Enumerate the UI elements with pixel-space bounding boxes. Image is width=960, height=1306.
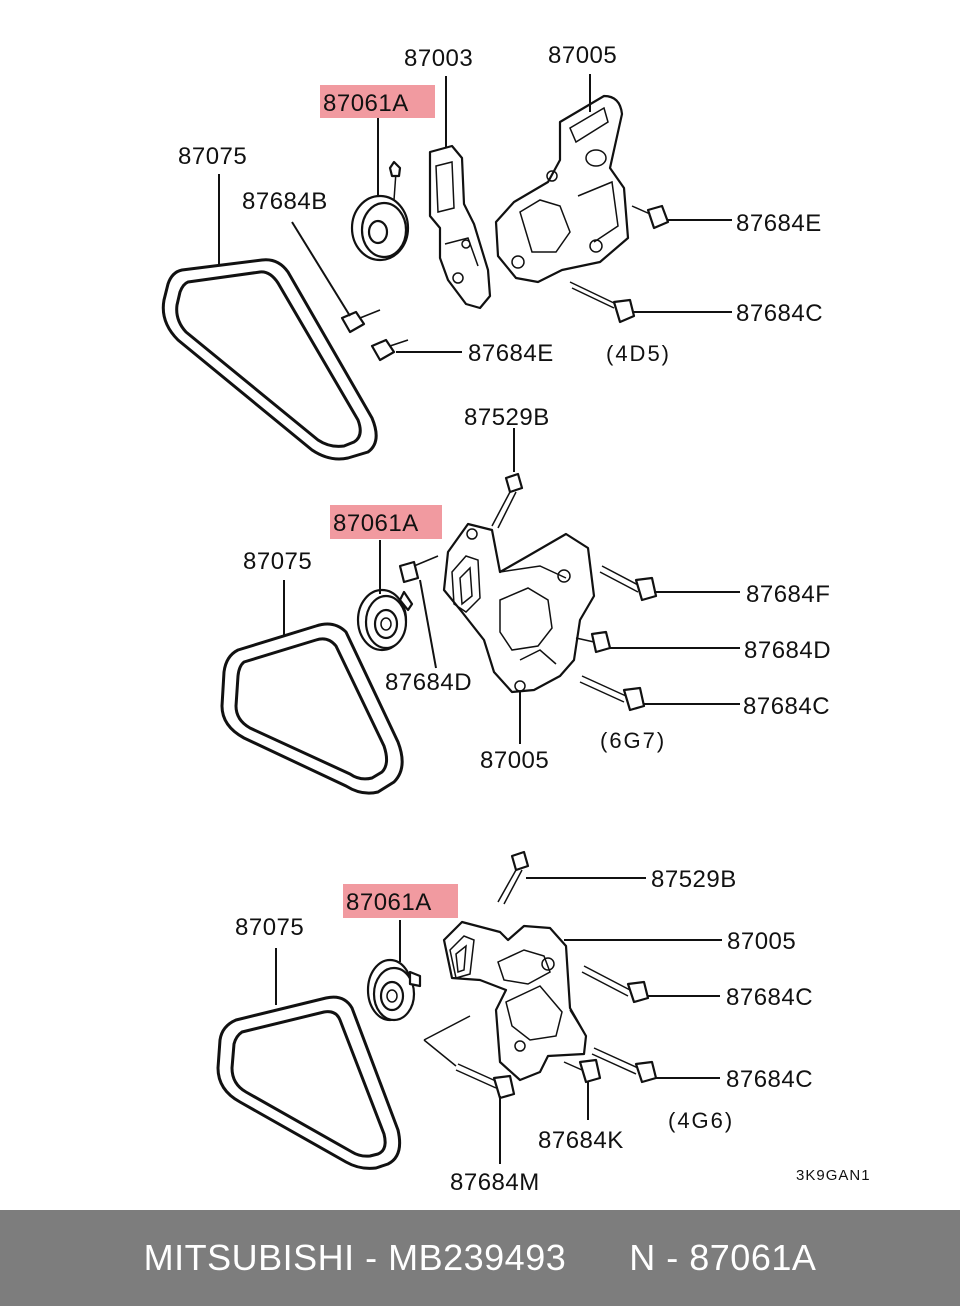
label-87684k: 87684K — [538, 1127, 624, 1154]
bolt-87684m-drawing — [423, 1015, 516, 1100]
bolt-87684c-drawing — [569, 281, 636, 324]
bracket-87003-drawing — [428, 144, 492, 310]
group-4g6: 87061A 87529B 87075 87005 87684C 87684C … — [216, 850, 813, 1196]
label-87529b-1: 87529B — [464, 404, 550, 431]
exploded-parts-diagram: 87061A 87075 87684B 87003 87005 87684E 8… — [161, 42, 871, 1196]
belt-87075-drawing — [161, 258, 378, 461]
label-87684m: 87684M — [450, 1169, 540, 1196]
label-87684e-upper: 87684E — [736, 210, 822, 237]
label-87061a-2: 87061A — [333, 510, 419, 537]
label-87061a-3: 87061A — [346, 889, 432, 916]
label-87684c-2: 87684C — [743, 693, 830, 720]
group-6g7: 87061A 87529B 87075 87684F 87684D 87684D… — [220, 404, 831, 795]
footer-ref: N - 87061A — [629, 1237, 817, 1278]
label-87003: 87003 — [404, 45, 473, 72]
bolt-87529b-drawing-2 — [497, 850, 530, 905]
bolt-87684b-drawing — [340, 309, 381, 334]
label-87684d-pulley: 87684D — [385, 669, 472, 696]
footer-bar: MITSUBISHI - MB239493 N - 87061A — [0, 1210, 960, 1306]
highlight-87061a-3 — [343, 884, 458, 918]
bracket-87005-drawing — [494, 94, 630, 284]
bolt-87684f-drawing — [599, 565, 658, 602]
label-87684c-lower: 87684C — [726, 1066, 813, 1093]
footer-brand-part: MITSUBISHI - MB239493 — [143, 1237, 567, 1278]
belt-87075-drawing-3 — [216, 995, 402, 1170]
tensioner-pulley-87061a-drawing-2 — [356, 588, 414, 652]
label-87005-3: 87005 — [727, 928, 796, 955]
bolt-87684c-lower-drawing — [591, 1047, 658, 1084]
label-87684c-1: 87684C — [736, 300, 823, 327]
label-87075-3: 87075 — [235, 914, 304, 941]
bracket-87005-drawing-3 — [442, 920, 588, 1082]
label-87684c-upper: 87684C — [726, 984, 813, 1011]
tensioner-pulley-87061a-drawing — [350, 160, 410, 262]
belt-87075-drawing-2 — [220, 622, 404, 795]
bolt-87684c-drawing-2 — [579, 675, 646, 712]
highlight-87061a-1 — [320, 85, 435, 118]
bolt-87684k-drawing — [563, 1058, 602, 1084]
label-87005-2: 87005 — [480, 747, 549, 774]
engine-code-6g7: (6G7) — [600, 728, 666, 753]
drawing-code: 3K9GAN1 — [796, 1167, 871, 1184]
label-87684d-bracket: 87684D — [744, 637, 831, 664]
bolt-87529b-drawing — [491, 472, 524, 529]
label-87061a-1: 87061A — [323, 90, 409, 117]
tensioner-pulley-87061a-drawing-3 — [366, 958, 422, 1022]
highlight-87061a-2 — [330, 505, 442, 539]
label-87075-1: 87075 — [178, 143, 247, 170]
bolt-87684d-pulley-drawing — [398, 555, 439, 584]
label-87684b: 87684B — [242, 188, 328, 215]
bolt-87684d-bracket-drawing — [575, 630, 612, 654]
label-87075-2: 87075 — [243, 548, 312, 575]
bolt-87684e-lower-drawing — [370, 338, 409, 362]
label-87005-1: 87005 — [548, 42, 617, 69]
engine-code-4d5: (4D5) — [606, 341, 671, 366]
label-87684e-lower: 87684E — [468, 340, 554, 367]
group-4d5: 87061A 87075 87684B 87003 87005 87684E 8… — [161, 42, 823, 461]
bracket-87005-drawing-2 — [442, 522, 596, 694]
engine-code-4g6: (4G6) — [668, 1108, 734, 1133]
label-87529b-2: 87529B — [651, 866, 737, 893]
bolt-87684e-upper-drawing — [631, 204, 670, 230]
label-87684f: 87684F — [746, 581, 830, 608]
bolt-87684c-upper-drawing — [581, 965, 650, 1004]
